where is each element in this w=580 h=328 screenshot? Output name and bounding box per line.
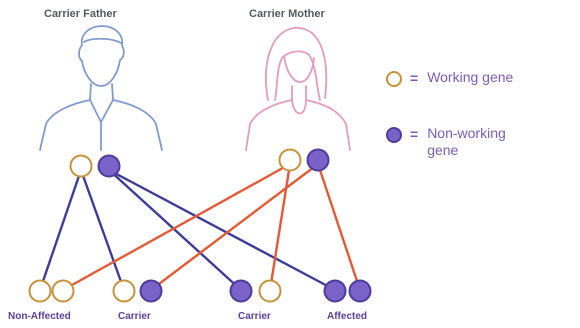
legend-non-working: = Non-working gene bbox=[386, 125, 517, 159]
mother-line bbox=[150, 163, 319, 291]
mother-line bbox=[316, 163, 362, 291]
working-gene-icon bbox=[386, 71, 402, 87]
legend-working: = Working gene bbox=[386, 69, 517, 87]
child-non-working-gene bbox=[323, 279, 347, 303]
mother-figure bbox=[245, 27, 351, 151]
child-non-working-gene bbox=[229, 279, 253, 303]
child-working-gene bbox=[28, 279, 52, 303]
child-label: Non-Affected bbox=[8, 311, 71, 322]
father-non-working-gene bbox=[97, 154, 121, 178]
father-line bbox=[108, 169, 242, 291]
child-label: Carrier bbox=[238, 311, 271, 322]
child-working-gene bbox=[258, 279, 282, 303]
child-label: Affected bbox=[327, 311, 368, 322]
father-line bbox=[79, 169, 126, 291]
non-working-gene-icon bbox=[386, 127, 402, 143]
father-line bbox=[108, 168, 336, 292]
father-working-gene bbox=[69, 154, 93, 178]
legend-equals: = bbox=[410, 126, 419, 142]
mother-line bbox=[62, 162, 291, 292]
father-lines bbox=[38, 168, 336, 292]
mother-non-working-gene bbox=[306, 148, 330, 172]
child-non-working-gene bbox=[348, 279, 372, 303]
children-genes bbox=[28, 279, 372, 303]
child-working-gene bbox=[51, 279, 75, 303]
legend-non-working-text: Non-working gene bbox=[427, 125, 506, 158]
child-non-working-gene bbox=[139, 279, 163, 303]
father-line bbox=[38, 169, 83, 291]
father-label: Carrier Father bbox=[44, 8, 117, 20]
legend-working-text: Working gene bbox=[427, 69, 514, 85]
child-label: Carrier bbox=[118, 311, 151, 322]
mother-working-gene bbox=[278, 148, 302, 172]
father-figure bbox=[39, 25, 163, 151]
child-working-gene bbox=[112, 279, 136, 303]
mother-label: Carrier Mother bbox=[249, 8, 325, 20]
mother-line bbox=[268, 163, 292, 291]
mother-lines bbox=[62, 162, 362, 292]
legend-equals: = bbox=[410, 70, 419, 86]
